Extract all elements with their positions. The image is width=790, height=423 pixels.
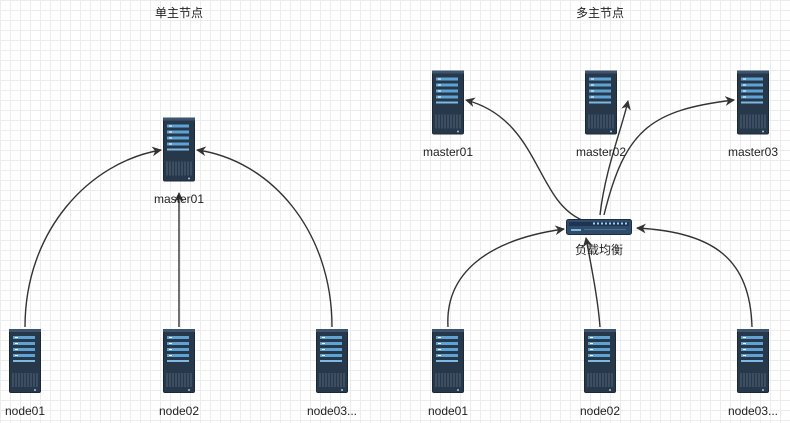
- single-master-title: 单主节点: [155, 6, 203, 20]
- edge-node03-to-lb: [636, 223, 753, 328]
- multi-node01-label: node01: [428, 404, 468, 418]
- single-master01-server-icon[interactable]: [163, 116, 195, 182]
- single-node01-label: node01: [5, 404, 45, 418]
- edge-lb-to-master02: [599, 100, 631, 216]
- multi-node02-label: node02: [580, 404, 620, 418]
- multi-master03-server-icon[interactable]: [737, 69, 769, 135]
- multi-node03-server-icon[interactable]: [737, 328, 769, 394]
- network-switch-icon[interactable]: [566, 219, 632, 235]
- single-node03-label: node03...: [307, 404, 357, 418]
- multi-master01-server-icon[interactable]: [432, 69, 464, 135]
- edge-lb-to-master03: [603, 96, 735, 216]
- edge-node01-to-master01: [24, 146, 162, 328]
- multi-master03-label: master03: [728, 145, 778, 159]
- single-node02-label: node02: [159, 404, 199, 418]
- edge-node02-to-lb: [582, 237, 601, 328]
- edge-node03-to-master01: [196, 146, 333, 328]
- multi-master01-label: master01: [423, 145, 473, 159]
- multi-master-edges: [447, 96, 753, 328]
- single-node03-server-icon[interactable]: [316, 328, 348, 394]
- single-node02-server-icon[interactable]: [163, 328, 195, 394]
- multi-node03-label: node03...: [728, 404, 778, 418]
- multi-master02-server-icon[interactable]: [585, 69, 617, 135]
- load-balancer-label: 负载均衡: [575, 243, 623, 257]
- single-master01-label: master01: [154, 192, 204, 206]
- single-master-edges: [24, 146, 333, 328]
- edge-node01-to-lb: [447, 225, 565, 328]
- multi-master-title: 多主节点: [576, 6, 624, 20]
- edge-lb-to-master01: [465, 97, 583, 221]
- multi-master02-label: master02: [576, 145, 626, 159]
- multi-node01-server-icon[interactable]: [432, 328, 464, 394]
- single-node01-server-icon[interactable]: [9, 328, 41, 394]
- multi-node02-server-icon[interactable]: [584, 328, 616, 394]
